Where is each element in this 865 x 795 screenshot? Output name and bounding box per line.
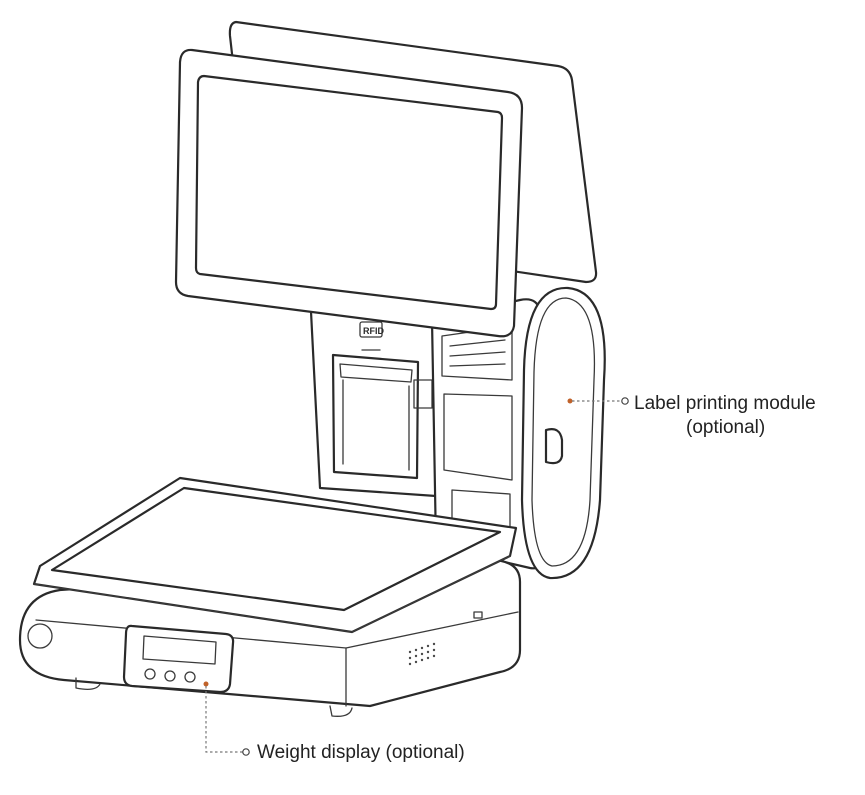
label-printing-anchor-dot: [567, 398, 573, 404]
display-column: RFID: [308, 290, 440, 498]
weight-display-callout-marker: [242, 748, 250, 756]
label-printing-module: [430, 286, 606, 580]
weight-display-pod: [122, 624, 235, 694]
callout-leaders: [205, 397, 629, 756]
label-printing-module-callout: Label printing module: [634, 393, 816, 414]
weight-display-callout: Weight display (optional): [257, 742, 465, 763]
weighing-platter: [32, 476, 518, 634]
label-printing-optional-note: (optional): [686, 417, 766, 438]
rfid-label: RFID: [363, 326, 384, 336]
weight-display-anchor-dot: [203, 681, 209, 687]
label-printing-callout-marker: [621, 397, 629, 405]
main-touch-screen: [174, 48, 524, 338]
